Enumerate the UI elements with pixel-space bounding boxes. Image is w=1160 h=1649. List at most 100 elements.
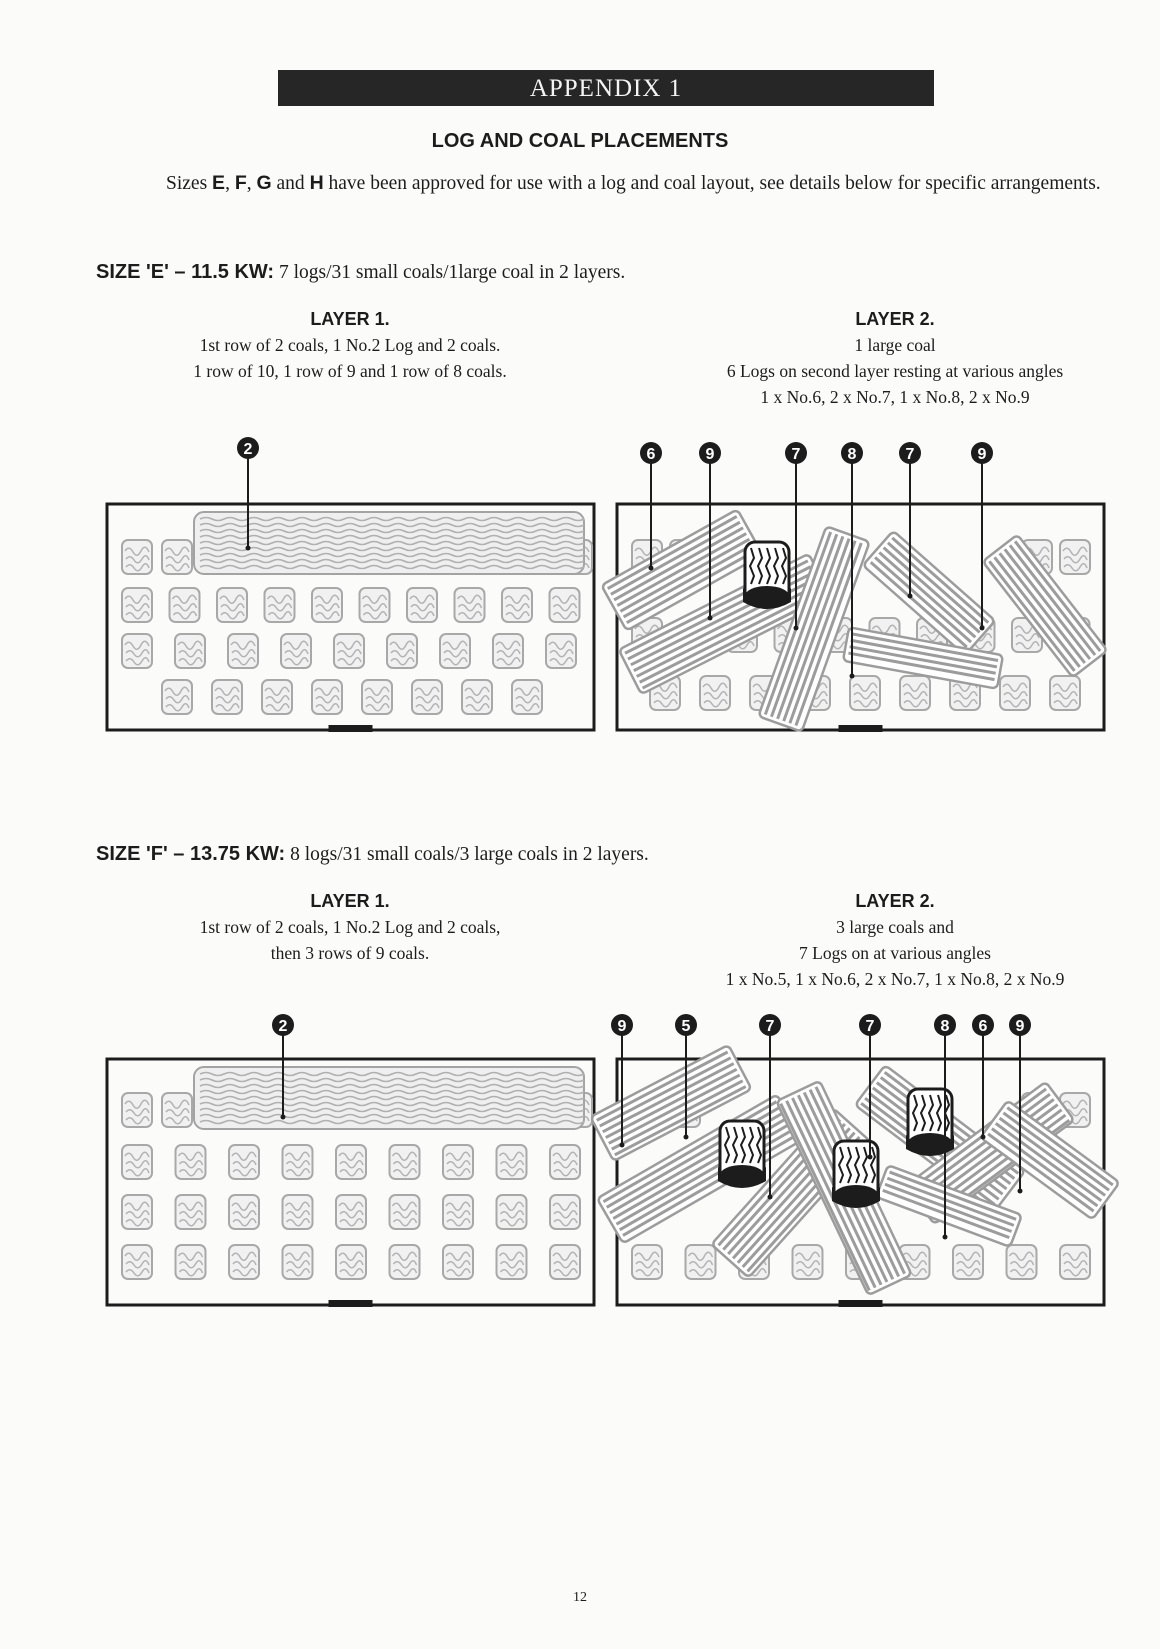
- callout-badge: [972, 1014, 994, 1036]
- layer-title: LAYER 1.: [310, 309, 390, 329]
- size-f-layer1-diagram: 2: [105, 1014, 596, 1307]
- small-coal: [386, 633, 418, 669]
- small-coal: [388, 1244, 421, 1280]
- size-e-layer1-text: LAYER 1. 1st row of 2 coals, 1 No.2 Log …: [120, 306, 580, 384]
- large-coal: [832, 1139, 880, 1208]
- callout-badge: [971, 442, 993, 464]
- callout-badge: [899, 442, 921, 464]
- intro-sep: and: [271, 173, 310, 194]
- small-coal: [227, 633, 259, 669]
- small-coal: [263, 587, 296, 623]
- callout-number: 9: [978, 446, 987, 463]
- layer-line: 7 Logs on at various angles: [799, 943, 991, 963]
- layer-title: LAYER 1.: [310, 891, 390, 911]
- callout-badge: [675, 1014, 697, 1036]
- size-f-label: SIZE 'F' – 13.75 KW:: [96, 843, 286, 865]
- small-coal: [174, 1144, 207, 1180]
- layer-line: 3 large coals and: [836, 917, 954, 937]
- small-coal: [161, 1092, 193, 1128]
- small-coal: [442, 1244, 474, 1280]
- angled-log: [876, 1165, 1022, 1247]
- page-number: 12: [573, 1590, 587, 1605]
- small-coal: [495, 1244, 528, 1280]
- callout-dot: [867, 1154, 873, 1160]
- angled-log: [983, 535, 1107, 677]
- small-coal: [121, 587, 153, 623]
- small-coal: [168, 587, 201, 623]
- small-coal: [174, 1194, 207, 1230]
- callout-number: 7: [906, 446, 915, 463]
- callout-dot: [980, 1134, 986, 1140]
- small-coal: [406, 587, 438, 623]
- callout-badge: [841, 442, 863, 464]
- small-coal: [121, 1194, 153, 1230]
- frame-base-marker: [838, 1300, 883, 1307]
- small-coal: [121, 1092, 153, 1128]
- small-coal: [216, 587, 248, 623]
- small-coal: [684, 1244, 717, 1280]
- small-coal: [121, 539, 153, 575]
- small-coal: [511, 679, 543, 715]
- callout-badge: [859, 1014, 881, 1036]
- intro-sep: ,: [225, 173, 235, 194]
- small-coal: [442, 1194, 474, 1230]
- horizontal-log: [193, 1066, 585, 1130]
- small-coal: [161, 539, 193, 575]
- small-coal: [1049, 675, 1081, 711]
- frame-base-marker: [328, 725, 373, 732]
- small-coal: [311, 587, 343, 623]
- size-f-layer1-text: LAYER 1. 1st row of 2 coals, 1 No.2 Log …: [120, 888, 580, 966]
- small-coal: [791, 1244, 824, 1280]
- callout-number: 5: [682, 1018, 691, 1035]
- small-coal: [281, 1144, 314, 1180]
- small-coal: [335, 1194, 367, 1230]
- small-coal: [228, 1144, 260, 1180]
- small-coal: [1059, 1244, 1091, 1280]
- small-coal: [333, 633, 365, 669]
- callout-dot: [619, 1142, 625, 1148]
- layer-line: 6 Logs on second layer resting at variou…: [726, 361, 1064, 381]
- small-coal: [495, 1194, 528, 1230]
- callout-number: 7: [766, 1018, 775, 1035]
- small-coal: [121, 1244, 153, 1280]
- frame-base-marker: [838, 725, 883, 732]
- small-coal: [442, 1144, 474, 1180]
- size-f-layer2-text: LAYER 2. 3 large coals and 7 Logs on at …: [610, 888, 1160, 992]
- callout-badge: [785, 442, 807, 464]
- small-coal: [501, 587, 533, 623]
- callout-dot: [245, 545, 251, 551]
- intro-size-h: H: [309, 172, 324, 194]
- large-coal: [743, 540, 791, 609]
- size-f-desc: 8 logs/31 small coals/3 large coals in 2…: [290, 844, 649, 865]
- section-title: LOG AND COAL PLACEMENTS: [431, 130, 729, 152]
- callout-badge: [237, 437, 259, 459]
- callout-badge: [1009, 1014, 1031, 1036]
- callout-number: 2: [279, 1018, 288, 1035]
- callout-number: 9: [706, 446, 715, 463]
- callout-number: 9: [618, 1018, 627, 1035]
- size-e-layer2-text: LAYER 2. 1 large coal 6 Logs on second l…: [610, 306, 1160, 410]
- small-coal: [899, 675, 931, 711]
- callout-badge: [640, 442, 662, 464]
- small-coal: [631, 1244, 663, 1280]
- small-coal: [461, 679, 493, 715]
- callout-number: 6: [979, 1018, 988, 1035]
- small-coal: [174, 633, 206, 669]
- layer-line: 1 x No.6, 2 x No.7, 1 x No.8, 2 x No.9: [760, 387, 1030, 407]
- small-coal: [281, 1244, 314, 1280]
- small-coal: [161, 679, 193, 715]
- callout-badge: [272, 1014, 294, 1036]
- intro-paragraph: Sizes E, F, G and H have been approved f…: [166, 170, 1126, 197]
- layer-title: LAYER 2.: [855, 891, 935, 911]
- callout-dot: [280, 1114, 286, 1120]
- small-coal: [121, 1144, 153, 1180]
- small-coal: [549, 1144, 581, 1180]
- small-coal: [335, 1144, 367, 1180]
- intro-size-g: G: [256, 172, 272, 194]
- small-coal: [228, 1194, 260, 1230]
- small-coal: [545, 633, 577, 669]
- large-coal: [906, 1087, 954, 1156]
- callout-number: 7: [792, 446, 801, 463]
- small-coal: [361, 679, 393, 715]
- layer-title: LAYER 2.: [855, 309, 935, 329]
